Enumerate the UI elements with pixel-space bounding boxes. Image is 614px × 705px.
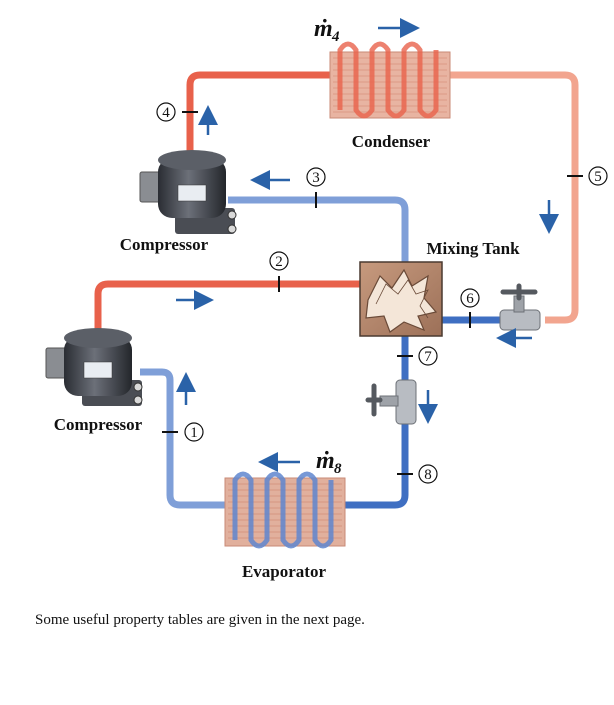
state-point-3: 3 bbox=[306, 167, 326, 208]
evaporator-label: Evaporator bbox=[242, 562, 327, 581]
compressor-bottom-label: Compressor bbox=[54, 415, 143, 434]
svg-text:7: 7 bbox=[424, 349, 432, 365]
svg-text:5: 5 bbox=[594, 169, 602, 185]
svg-text:6: 6 bbox=[466, 291, 474, 307]
svg-text:8: 8 bbox=[424, 467, 432, 483]
svg-text:4: 4 bbox=[162, 105, 170, 121]
state-point-7: 7 bbox=[397, 346, 438, 366]
mass-flow-m8-label: ṁ 8 bbox=[316, 448, 342, 477]
state-point-8: 8 bbox=[397, 464, 438, 484]
pipe-3 bbox=[228, 196, 409, 265]
compressor-bottom bbox=[45, 328, 143, 406]
state-point-6: 6 bbox=[460, 288, 480, 328]
evaporator bbox=[224, 471, 346, 549]
svg-text:3: 3 bbox=[312, 170, 320, 186]
svg-text:ṁ: ṁ bbox=[314, 16, 333, 42]
pipe-1 bbox=[140, 368, 225, 509]
mixing-tank-label: Mixing Tank bbox=[426, 239, 520, 258]
svg-text:ṁ: ṁ bbox=[316, 448, 335, 474]
mass-flow-m4-label: ṁ 4 bbox=[314, 16, 340, 45]
condenser-label: Condenser bbox=[352, 132, 431, 151]
compressor-top-label: Compressor bbox=[120, 235, 209, 254]
svg-text:8: 8 bbox=[334, 461, 342, 477]
expansion-valve-low bbox=[365, 379, 417, 425]
condenser bbox=[329, 41, 451, 119]
expansion-valve-high bbox=[499, 283, 541, 331]
pipe-4-condenser bbox=[186, 71, 334, 164]
footnote-text: Some useful property tables are given in… bbox=[35, 612, 365, 628]
flow-arrows bbox=[176, 18, 559, 472]
compressor-top bbox=[139, 150, 237, 234]
pipe-condenser-5 bbox=[450, 71, 579, 324]
state-point-2: 2 bbox=[269, 251, 289, 292]
svg-text:2: 2 bbox=[275, 254, 283, 270]
state-point-1: 1 bbox=[162, 422, 204, 442]
state-point-4: 4 bbox=[156, 102, 198, 122]
pipe-2 bbox=[94, 280, 360, 340]
mixing-tank bbox=[359, 261, 443, 337]
pipe-7-8 bbox=[345, 335, 409, 509]
svg-text:4: 4 bbox=[331, 29, 340, 45]
state-point-5: 5 bbox=[567, 166, 608, 186]
svg-text:1: 1 bbox=[190, 425, 198, 441]
